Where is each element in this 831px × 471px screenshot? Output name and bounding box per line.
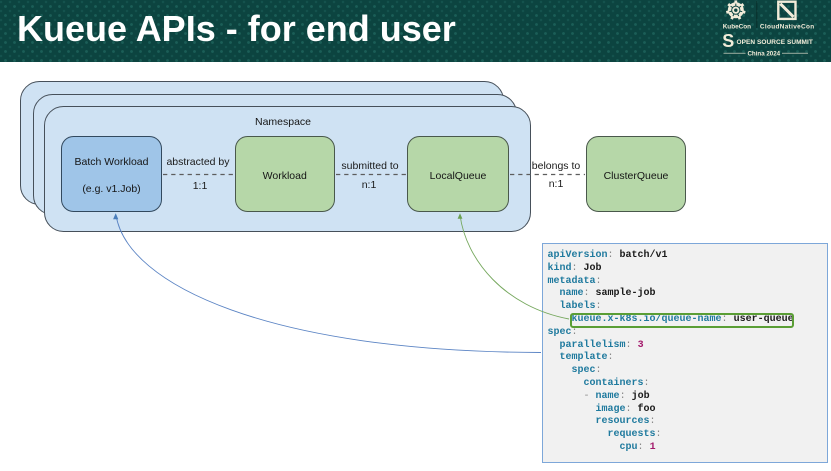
svg-text:S: S bbox=[722, 31, 734, 51]
svg-text:OPEN SOURCE SUMMIT: OPEN SOURCE SUMMIT bbox=[737, 39, 813, 46]
svg-text:KubeCon: KubeCon bbox=[723, 24, 751, 31]
svg-text:China 2024: China 2024 bbox=[747, 51, 780, 58]
svg-text:CloudNativeCon: CloudNativeCon bbox=[760, 24, 815, 31]
